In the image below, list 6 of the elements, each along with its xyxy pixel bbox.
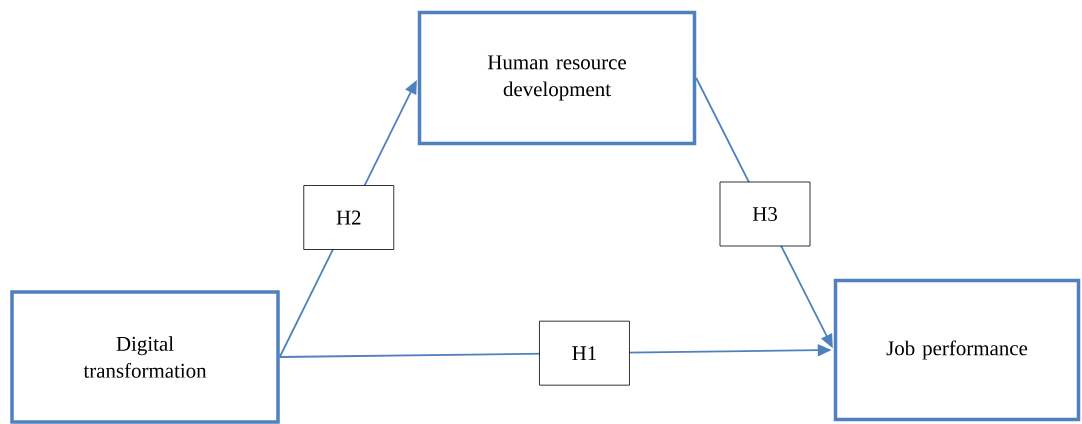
concept-box: Job performance	[833, 278, 1081, 422]
edge-label: H2	[303, 185, 395, 250]
concept-box: Digital transformation	[10, 290, 280, 424]
concept-box: Human resource development	[417, 10, 697, 146]
edge-label: H1	[539, 320, 630, 386]
edge-label: H3	[719, 181, 811, 247]
